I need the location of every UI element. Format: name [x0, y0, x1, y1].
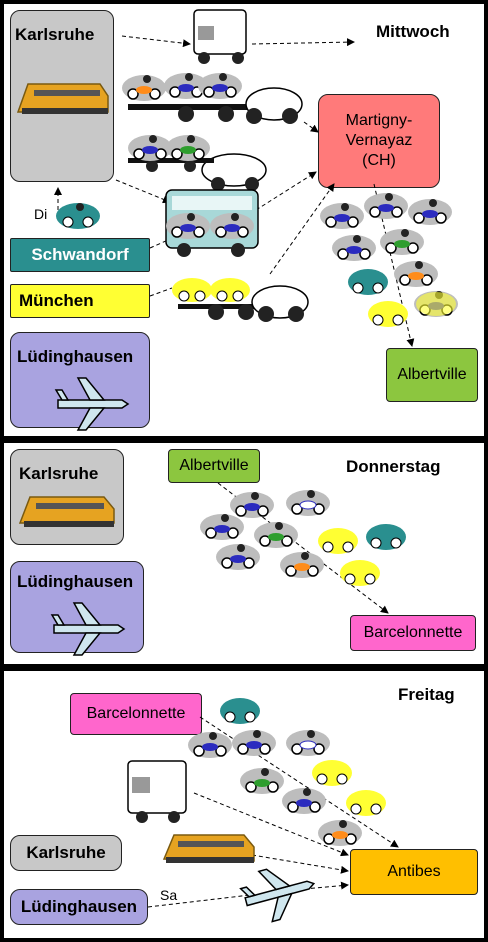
antibes-box: Antibes	[350, 849, 478, 895]
panel-thursday: Karlsruhe Lüdinghausen Albertville Donne…	[4, 443, 484, 664]
luedinghausen-label: Lüdinghausen	[17, 572, 134, 591]
bus-icon	[165, 189, 259, 257]
karlsruhe-label: Karlsruhe	[19, 464, 99, 483]
car-trailer-icon	[128, 153, 267, 191]
schwandorf-box: Schwandorf	[10, 238, 150, 272]
motorcycle-icon	[172, 278, 250, 302]
motorcycle-icon	[187, 698, 386, 847]
day-label-wednesday: Mittwoch	[376, 22, 450, 41]
schwandorf-label: Schwandorf	[31, 245, 129, 264]
van-icon	[127, 760, 187, 823]
motorcycle-icon	[127, 134, 211, 162]
motorcycle-icon	[121, 72, 243, 102]
luedinghausen-box: Lüdinghausen	[10, 561, 144, 653]
airplane-icon	[239, 868, 316, 923]
barcelonnette-box: Barcelonnette	[70, 693, 202, 735]
albertville-label: Albertville	[397, 366, 467, 383]
motorcycle-icon	[56, 203, 100, 229]
karlsruhe-box: Karlsruhe	[10, 449, 124, 545]
barcelonnette-box: Barcelonnette	[350, 615, 476, 651]
albertville-box: Albertville	[168, 449, 260, 483]
motorcycle-icon	[165, 212, 255, 240]
martigny-label: Martigny- Vernayaz (CH)	[345, 112, 413, 169]
luedinghausen-box: Lüdinghausen	[10, 332, 150, 428]
barcelonnette-label: Barcelonnette	[86, 705, 186, 722]
motorcycle-icon	[319, 192, 459, 327]
karlsruhe-label: Karlsruhe	[15, 25, 95, 44]
car-trailer-icon	[178, 285, 309, 322]
day-label-thursday: Donnerstag	[346, 457, 441, 476]
martigny-box: Martigny- Vernayaz (CH)	[318, 94, 440, 188]
karlsruhe-box: Karlsruhe	[10, 10, 114, 182]
panel-friday: Barcelonnette Freitag Karlsruhe Lüdingha…	[4, 671, 484, 938]
antibes-label: Antibes	[387, 863, 441, 880]
karlsruhe-box: Karlsruhe	[10, 835, 122, 871]
albertville-label: Albertville	[179, 457, 249, 474]
luedinghausen-label: Lüdinghausen	[20, 897, 138, 916]
train-icon	[162, 834, 255, 863]
day-label-friday: Freitag	[398, 685, 455, 704]
luedinghausen-box: Lüdinghausen	[10, 889, 148, 925]
sa-label: Sa	[160, 887, 178, 903]
motorcycle-icon	[199, 489, 406, 586]
panel-wednesday: Karlsruhe Mittwoch Martigny- Vernayaz (C…	[4, 4, 484, 436]
luedinghausen-label: Lüdinghausen	[17, 347, 134, 366]
barcelonnette-label: Barcelonnette	[363, 624, 463, 641]
karlsruhe-label: Karlsruhe	[26, 843, 106, 862]
car-trailer-icon	[128, 87, 303, 124]
muenchen-label: München	[19, 291, 94, 310]
di-label: Di	[34, 206, 48, 222]
albertville-box: Albertville	[386, 348, 478, 402]
muenchen-box: München	[10, 284, 150, 318]
van-icon	[193, 9, 247, 64]
